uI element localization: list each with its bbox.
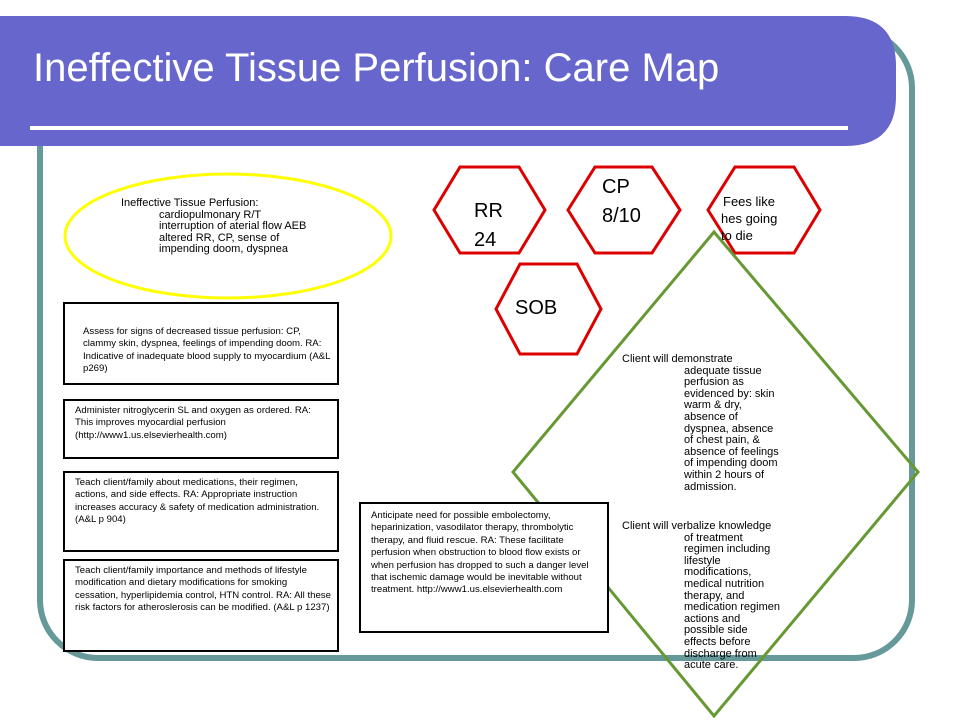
goal-perfusion-line: absence of feelings [684, 445, 779, 458]
cp-label-line2: 8/10 [602, 205, 641, 227]
goal-perfusion-line: of chest pain, & [684, 434, 760, 447]
rr-label-line2: 24 [474, 229, 497, 251]
hexagon-cp [566, 165, 682, 255]
goal-knowledge-line: medical nutrition [684, 577, 765, 590]
goal-knowledge-lead: Client will verbalize knowledge [622, 520, 772, 532]
goal-knowledge-line: possible side [684, 624, 748, 637]
goal-perfusion-line: perfusion as [684, 376, 744, 389]
goal-knowledge-line: modifications, [684, 566, 752, 579]
goal-knowledge-line: acute care. [684, 659, 739, 672]
intervention-anticipate: Anticipate need for possible embolectomy… [359, 502, 609, 633]
goal-perfusion: Client will demonstrate adequate tissue … [622, 353, 812, 493]
goal-knowledge-line: medication regimen [684, 601, 780, 614]
goal-knowledge-line: effects before [684, 635, 751, 648]
hexagon-feels [706, 165, 822, 255]
goal-perfusion-line: adequate tissue [684, 364, 762, 377]
cp-label: CP 8/10 [602, 173, 641, 231]
goal-knowledge-line: actions and [684, 612, 741, 625]
goal-knowledge-line: of treatment [684, 531, 743, 544]
slide-title: Ineffective Tissue Perfusion: Care Map [33, 46, 720, 90]
hexagon-sob [494, 262, 603, 356]
intervention-teach-meds-text: Teach client/family about medications, t… [75, 477, 320, 526]
title-band [0, 16, 896, 146]
goal-perfusion-line: evidenced by: skin [684, 387, 775, 400]
intervention-teach-lifestyle: Teach client/family importance and metho… [63, 559, 339, 652]
diagnosis-line: cardiopulmonary R/T [159, 208, 262, 221]
goal-perfusion-line: dyspnea, absence [684, 422, 774, 435]
goal-knowledge: Client will verbalize knowledge of treat… [622, 520, 812, 672]
diagnosis-line: impending doom, dyspnea [159, 243, 289, 255]
feels-label-line2: hes going [721, 211, 778, 226]
goal-knowledge-line: lifestyle [684, 554, 721, 567]
rr-label-line1: RR [474, 200, 503, 222]
goal-perfusion-line: warm & dry, [684, 399, 742, 412]
diagnosis-text: Ineffective Tissue Perfusion: cardiopulm… [121, 197, 351, 256]
goal-perfusion-line: within 2 hours of [684, 468, 765, 481]
sob-label: SOB [515, 297, 558, 319]
goal-perfusion-line: admission. [684, 480, 737, 493]
intervention-administer-text: Administer nitroglycerin SL and oxygen a… [75, 405, 311, 441]
goals-diamond [511, 229, 920, 719]
goal-perfusion-lead: Client will demonstrate [622, 353, 733, 365]
feels-label-line3: to die [721, 228, 753, 243]
hexagon-rr [432, 165, 547, 255]
feels-label: Fees like hes going to die [721, 193, 777, 244]
goal-perfusion-line: absence of [684, 410, 738, 423]
intervention-teach-lifestyle-text: Teach client/family importance and metho… [75, 565, 331, 614]
intervention-teach-meds: Teach client/family about medications, t… [63, 471, 339, 552]
goal-knowledge-line: regimen including [684, 543, 771, 556]
intervention-anticipate-text: Anticipate need for possible embolectomy… [371, 510, 589, 596]
cp-label-line1: CP [602, 176, 630, 198]
feels-label-line1: Fees like [723, 194, 776, 209]
diagnosis-line: interruption of aterial flow AEB [159, 220, 307, 232]
intervention-administer: Administer nitroglycerin SL and oxygen a… [63, 399, 339, 459]
goal-knowledge-line: therapy, and [684, 589, 745, 602]
diagnosis-line: altered RR, CP, sense of [159, 231, 280, 244]
diagnosis-lead: Ineffective Tissue Perfusion: [121, 197, 259, 209]
intervention-assess: Assess for signs of decreased tissue per… [63, 302, 339, 385]
diagnosis-ellipse [63, 172, 393, 300]
goal-knowledge-line: discharge from [684, 647, 757, 660]
intervention-assess-text: Assess for signs of decreased tissue per… [83, 326, 331, 375]
goal-perfusion-line: of impending doom [684, 457, 778, 470]
rr-label: RR 24 [474, 197, 503, 255]
